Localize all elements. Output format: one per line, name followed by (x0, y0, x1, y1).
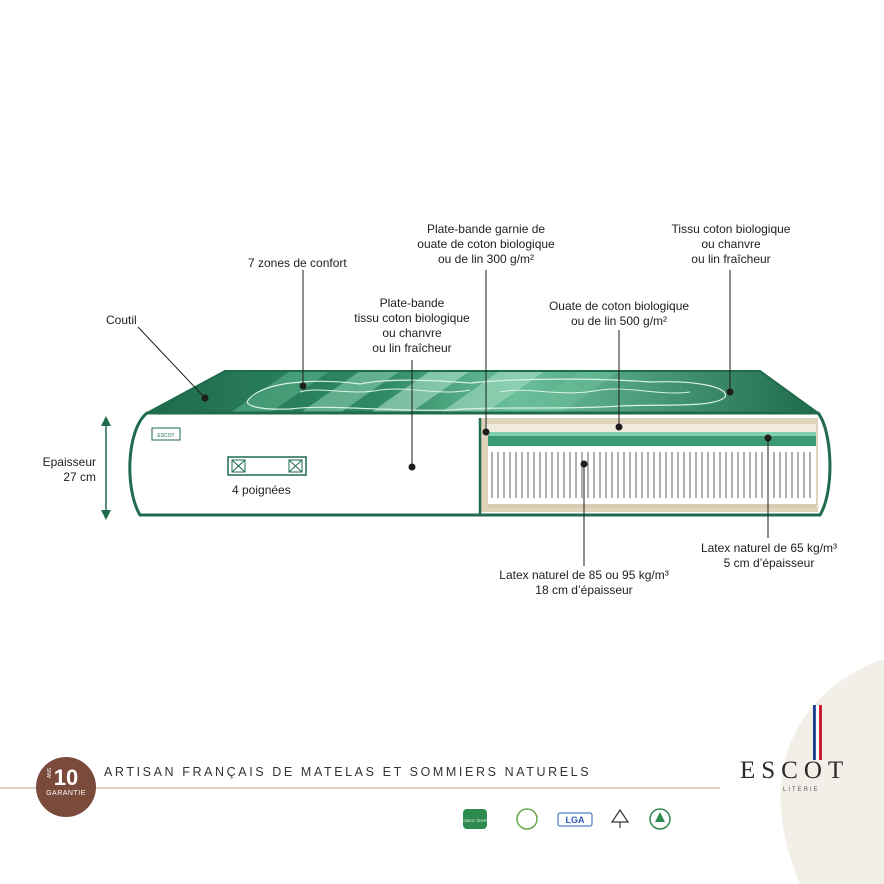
leader-lines (137, 270, 772, 566)
lga-icon-text: LGA (566, 815, 585, 825)
label-tag-text: ESCOT (157, 433, 174, 439)
handles-icon (227, 456, 307, 476)
label-comfort-zones: 7 zones de confort (248, 256, 347, 270)
mattress-top (146, 370, 822, 414)
label-coutil: Coutil (106, 313, 137, 327)
warranty-badge: ANS 10 GARANTIE (36, 757, 96, 817)
warranty-text: GARANTIE (46, 790, 86, 797)
label-thickness: Epaisseur 27 cm (42, 455, 96, 484)
leaf-watermark (780, 660, 884, 884)
label-plate-bande-garnie: Plate-bande garnie de ouate de coton bio… (417, 222, 555, 266)
thickness-arrow (101, 416, 111, 520)
label-handles: 4 poignées (232, 483, 291, 497)
certification-icons (463, 808, 671, 830)
label-plate-bande: Plate-bande tissu coton biologique ou ch… (354, 296, 470, 355)
oeko-tex-icon (463, 809, 487, 829)
mattress-body (128, 411, 832, 517)
warranty-number: 10 (53, 765, 79, 790)
brand-logo: ESCOT (740, 757, 850, 784)
label-latex-65: Latex naturel de 65 kg/m³ 5 cm d’épaisse… (700, 541, 838, 570)
french-flag-icon (813, 704, 822, 761)
label-tag (151, 427, 181, 441)
oeko-tex-icon-text: OEKO TEX® (463, 818, 486, 823)
fsc-tree-icon (610, 808, 630, 828)
brand-subtitle: LITERIE (783, 787, 820, 793)
footer-tagline: ARTISAN FRANÇAIS DE MATELAS ET SOMMIERS … (104, 765, 592, 779)
label-ouate-coton: Ouate de coton biologique ou de lin 500 … (548, 299, 690, 328)
label-latex-85: Latex naturel de 85 ou 95 kg/m³ 18 cm d’… (499, 568, 669, 597)
warranty-years: ANS (47, 767, 54, 779)
label-tissu-coton: Tissu coton biologique ou chanvre ou lin… (671, 222, 791, 266)
eco-standard-icon (516, 808, 538, 830)
lga-icon (557, 812, 593, 827)
